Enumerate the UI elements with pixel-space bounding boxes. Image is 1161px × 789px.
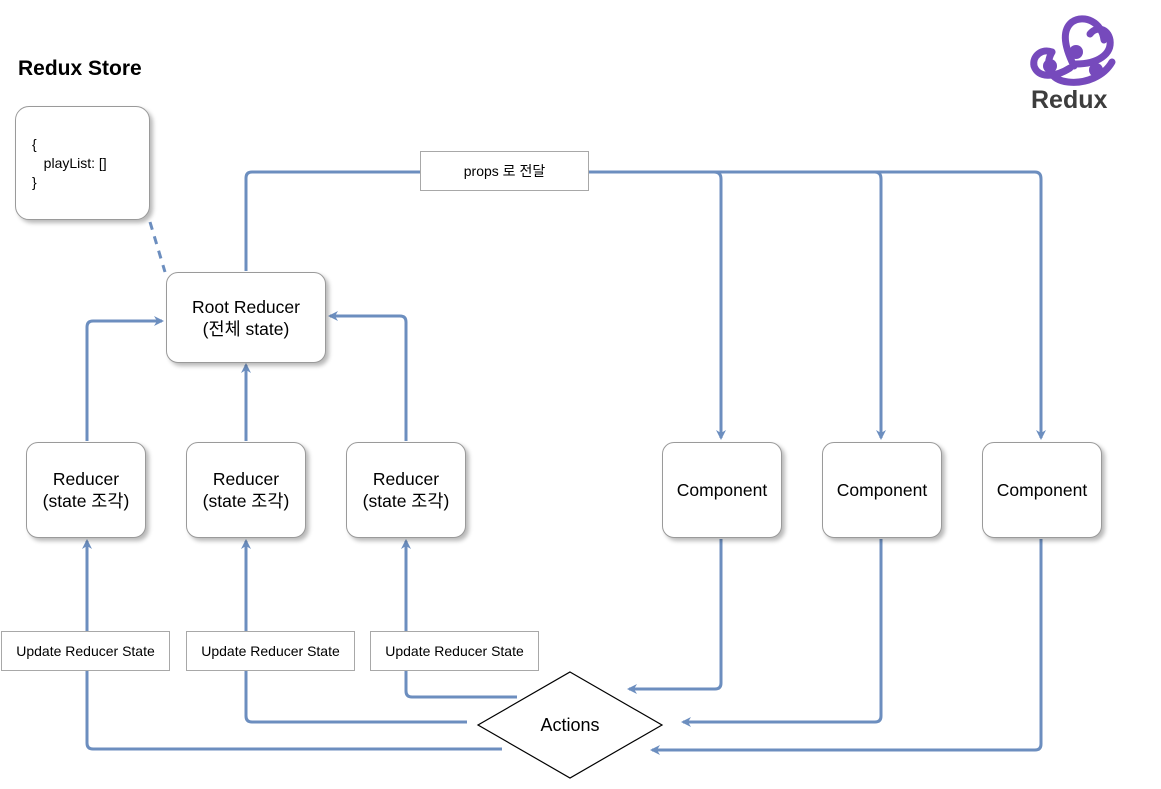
redux-logo-text: Redux [1031,86,1108,114]
component-label: Component [676,480,768,500]
actions-label: Actions [540,715,599,735]
edge-comp3-actions [650,539,1043,755]
redux-logo-icon [1030,15,1116,86]
edge-comp1-actions [627,539,723,694]
reducer-subtitle: (state 조각) [42,491,130,511]
component-label: Component [836,480,928,500]
code-line: playList: [] [32,155,107,171]
page-title: Redux Store [18,57,142,80]
edge-props-comp2 [714,170,886,440]
component-label: Component [996,480,1088,500]
edge-props-comp3 [875,170,1046,440]
reducer-node-2: Reducer (state 조각) [186,442,306,538]
component-node-3: Component [982,442,1102,538]
reducer-subtitle: (state 조각) [362,491,450,511]
edge-actions-reducer1 [82,539,502,751]
store-state-box: { playList: [] } [15,106,150,220]
edge-props-comp1 [589,170,726,440]
component-node-1: Component [662,442,782,538]
edge-actions-reducer2 [241,539,467,724]
reducer-title: Reducer [212,469,280,489]
edge-reducer1-root [85,316,164,441]
reducer-node-3: Reducer (state 조각) [346,442,466,538]
edge-comp2-actions [681,539,883,727]
root-reducer-node: Root Reducer (전체 state) [166,272,326,363]
edge-root-props [244,170,420,271]
update-label-2: Update Reducer State [186,631,355,671]
actions-diamond [476,671,664,779]
reducer-title: Reducer [52,469,120,489]
root-reducer-title: Root Reducer [192,296,300,317]
component-node-2: Component [822,442,942,538]
reducer-subtitle: (state 조각) [202,491,290,511]
store-link [148,221,167,273]
reducer-node-1: Reducer (state 조각) [26,442,146,538]
update-label-1: Update Reducer State [1,631,170,671]
root-reducer-subtitle: (전체 state) [202,318,290,339]
edge-actions-reducer3 [401,539,517,699]
props-label: props 로 전달 [420,151,589,191]
edge-reducer3-root [328,311,408,441]
code-line: { [32,136,37,152]
code-line: } [32,174,37,190]
reducer-title: Reducer [372,469,440,489]
update-label-3: Update Reducer State [370,631,539,671]
